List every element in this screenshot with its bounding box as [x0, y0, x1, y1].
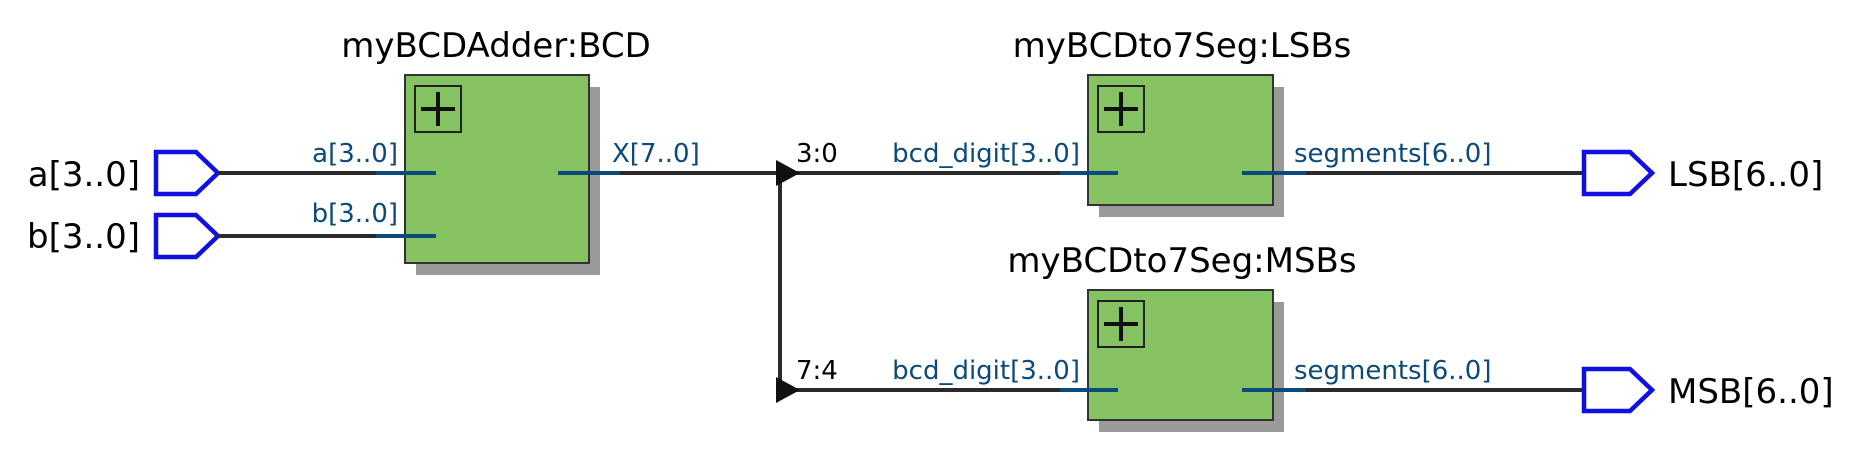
block-adder-title: myBCDAdder:BCD — [341, 26, 651, 66]
block-adder[interactable]: myBCDAdder:BCD a[3..0] b[3..0] X[7..0] — [312, 26, 700, 275]
pin-label-b: b[3..0] — [312, 199, 398, 229]
bus-slice-msbs: 7:4 — [796, 356, 838, 386]
expand-plus-icon[interactable] — [1097, 85, 1145, 133]
output-port-icon — [1581, 149, 1656, 197]
pin-label-a: a[3..0] — [312, 139, 398, 169]
input-port-a[interactable]: a[3..0] — [28, 149, 222, 197]
expand-plus-icon[interactable] — [414, 85, 462, 133]
bus-arrow-icon — [776, 377, 800, 403]
expand-plus-icon[interactable] — [1097, 300, 1145, 348]
output-port-lsb-label: LSB[6..0] — [1668, 155, 1823, 195]
bus-arrow-icon — [776, 160, 800, 186]
input-port-b-label: b[3..0] — [27, 217, 140, 257]
block-msbs[interactable]: myBCDto7Seg:MSBs 7:4 bcd_digit[3..0] seg… — [796, 241, 1492, 432]
pin-label-x: X[7..0] — [612, 139, 700, 169]
pin-label-msbs-in: bcd_digit[3..0] — [892, 356, 1080, 386]
block-adder-body — [404, 74, 590, 264]
output-port-icon — [1581, 366, 1656, 414]
input-port-a-label: a[3..0] — [28, 155, 140, 195]
input-port-b[interactable]: b[3..0] — [27, 212, 222, 260]
pin-label-lsbs-out: segments[6..0] — [1294, 139, 1492, 169]
block-msbs-title: myBCDto7Seg:MSBs — [1007, 241, 1356, 281]
block-lsbs[interactable]: myBCDto7Seg:LSBs 3:0 bcd_digit[3..0] seg… — [796, 26, 1492, 217]
input-port-icon — [153, 212, 222, 260]
output-port-lsb[interactable]: LSB[6..0] — [1581, 149, 1823, 197]
block-lsbs-title: myBCDto7Seg:LSBs — [1013, 26, 1352, 66]
output-port-msb[interactable]: MSB[6..0] — [1581, 366, 1834, 414]
bus-slice-lsbs: 3:0 — [796, 139, 838, 169]
output-port-msb-label: MSB[6..0] — [1668, 372, 1834, 412]
pin-label-msbs-out: segments[6..0] — [1294, 356, 1492, 386]
pin-label-lsbs-in: bcd_digit[3..0] — [892, 139, 1080, 169]
input-port-icon — [153, 149, 222, 197]
